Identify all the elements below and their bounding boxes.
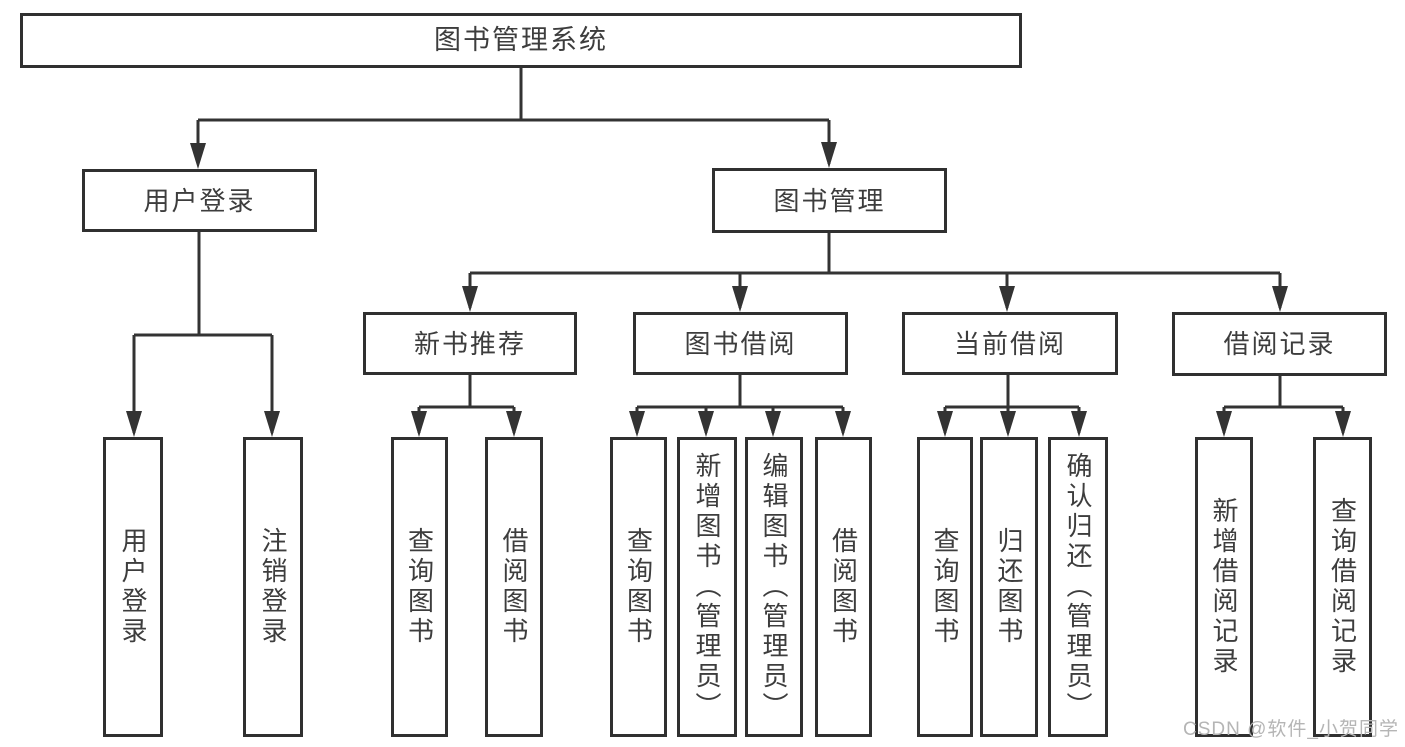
node-label: 归还图书 — [994, 527, 1024, 647]
node-leaf-add-books-admin: 新增图书（管理员） — [677, 437, 737, 737]
arrowhead-icon — [462, 286, 478, 312]
arrowhead-icon — [1335, 411, 1351, 437]
node-label: 用户登录 — [143, 185, 256, 216]
node-label: 借阅记录 — [1223, 329, 1336, 359]
arrowhead-icon — [999, 286, 1015, 312]
node-label: 新增图书（管理员） — [692, 452, 722, 722]
arrowhead-icon — [835, 411, 851, 437]
node-leaf-borrow-books-1: 借阅图书 — [485, 437, 543, 737]
node-borrowing-records: 借阅记录 — [1172, 312, 1387, 376]
node-book-management: 图书管理 — [712, 168, 947, 233]
node-leaf-query-borrow-record: 查询借阅记录 — [1313, 437, 1372, 737]
arrowhead-icon — [765, 411, 781, 437]
node-label: 查询借阅记录 — [1327, 497, 1358, 677]
arrowhead-icon — [937, 411, 953, 437]
arrowhead-icon — [1272, 286, 1288, 312]
node-label: 编辑图书（管理员） — [759, 452, 789, 722]
node-label: 图书管理系统 — [434, 25, 608, 55]
node-label: 确认归还（管理员） — [1063, 452, 1093, 722]
node-leaf-return-books: 归还图书 — [980, 437, 1038, 737]
node-leaf-query-books-1: 查询图书 — [391, 437, 448, 737]
arrowhead-icon — [821, 142, 837, 168]
node-label: 查询图书 — [930, 527, 960, 647]
node-label: 借阅图书 — [828, 527, 859, 647]
arrowhead-icon — [190, 143, 206, 169]
node-user-login: 用户登录 — [82, 169, 317, 232]
csdn-watermark: CSDN @软件_小贺同学 — [1183, 719, 1399, 740]
node-leaf-query-books-2: 查询图书 — [610, 437, 667, 737]
node-label: 新书推荐 — [413, 328, 526, 359]
node-label: 图书管理 — [773, 185, 886, 216]
node-leaf-query-books-3: 查询图书 — [917, 437, 973, 737]
node-library-management-system: 图书管理系统 — [20, 13, 1022, 68]
arrowhead-icon — [1000, 411, 1016, 437]
arrowhead-icon — [629, 411, 645, 437]
arrowhead-icon — [1216, 411, 1232, 437]
node-new-book-recommendation: 新书推荐 — [363, 312, 577, 375]
node-label: 查询图书 — [404, 527, 435, 647]
node-leaf-logout: 注销登录 — [243, 437, 303, 737]
node-leaf-edit-books-admin: 编辑图书（管理员） — [745, 437, 803, 737]
node-leaf-borrow-books-2: 借阅图书 — [815, 437, 872, 737]
node-leaf-add-borrow-record: 新增借阅记录 — [1195, 437, 1253, 737]
arrowhead-icon — [411, 411, 427, 437]
node-book-borrowing: 图书借阅 — [633, 312, 848, 375]
node-label: 查询图书 — [623, 527, 654, 647]
node-label: 借阅图书 — [499, 527, 529, 647]
node-current-borrowing: 当前借阅 — [902, 312, 1118, 375]
node-label: 用户登录 — [118, 527, 148, 647]
arrowhead-icon — [126, 411, 142, 437]
node-label: 注销登录 — [258, 527, 288, 647]
node-label: 新增借阅记录 — [1209, 497, 1239, 677]
arrowhead-icon — [1071, 411, 1087, 437]
node-leaf-confirm-return-admin: 确认归还（管理员） — [1048, 437, 1108, 737]
node-leaf-user-login: 用户登录 — [103, 437, 163, 737]
arrowhead-icon — [698, 411, 714, 437]
arrowhead-icon — [264, 411, 280, 437]
node-label: 图书借阅 — [684, 328, 797, 359]
arrowhead-icon — [732, 286, 748, 312]
arrowhead-icon — [506, 411, 522, 437]
node-label: 当前借阅 — [953, 328, 1066, 359]
